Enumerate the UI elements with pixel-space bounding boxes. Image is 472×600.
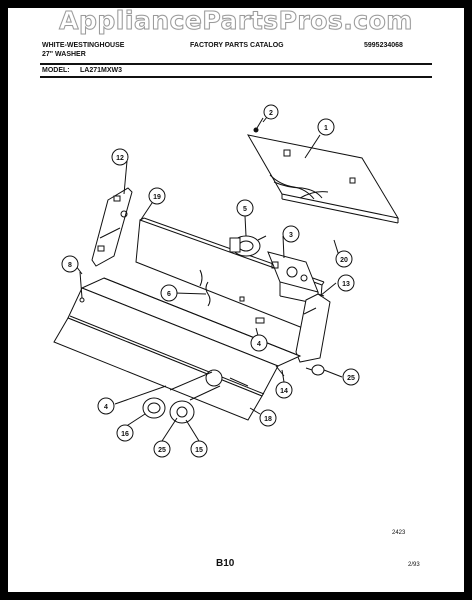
callout-20: 20 bbox=[340, 257, 348, 264]
brand-line-2: 27" WASHER bbox=[42, 51, 86, 58]
callout-15: 15 bbox=[195, 447, 203, 454]
callout-14: 14 bbox=[280, 388, 288, 395]
header-rule-top bbox=[40, 63, 432, 65]
figure-code: 2423 bbox=[392, 530, 406, 536]
callout-16: 16 bbox=[121, 431, 129, 438]
callout-13: 13 bbox=[342, 281, 350, 288]
callout-19: 19 bbox=[153, 194, 161, 201]
callout-6: 6 bbox=[167, 291, 171, 298]
brand-line-1: WHITE-WESTINGHOUSE bbox=[42, 42, 125, 49]
pin-part bbox=[79, 271, 85, 303]
catalog-number: 5995234068 bbox=[364, 42, 403, 49]
spring-clip-part bbox=[205, 281, 211, 307]
callout-2: 2 bbox=[269, 110, 273, 117]
model-label: MODEL: bbox=[42, 67, 70, 74]
callout-25a: 25 bbox=[347, 375, 355, 382]
callout-5: 5 bbox=[243, 206, 247, 213]
left-end-cap-part bbox=[91, 187, 133, 267]
callout-4a: 4 bbox=[257, 341, 261, 348]
callout-1: 1 bbox=[324, 125, 328, 132]
screw-part bbox=[253, 117, 264, 133]
catalog-title: FACTORY PARTS CATALOG bbox=[190, 42, 284, 49]
watermark-text: AppliancePartsPros.com bbox=[59, 6, 413, 36]
front-console-part bbox=[53, 277, 302, 421]
timer-switch-part bbox=[229, 235, 267, 257]
knob-assembly-part bbox=[142, 369, 223, 424]
callout-25b: 25 bbox=[158, 447, 166, 454]
date-code: 2/93 bbox=[408, 562, 420, 568]
knob-part bbox=[305, 364, 325, 376]
callout-18: 18 bbox=[264, 416, 272, 423]
rear-panel-part bbox=[247, 134, 400, 224]
model-value: LA271MXW3 bbox=[80, 67, 123, 74]
callout-3: 3 bbox=[289, 232, 293, 239]
header-rule-bottom bbox=[40, 76, 432, 78]
callout-4b: 4 bbox=[104, 404, 108, 411]
callout-8: 8 bbox=[68, 262, 72, 269]
page-number: B10 bbox=[216, 558, 235, 569]
callout-12: 12 bbox=[116, 155, 124, 162]
